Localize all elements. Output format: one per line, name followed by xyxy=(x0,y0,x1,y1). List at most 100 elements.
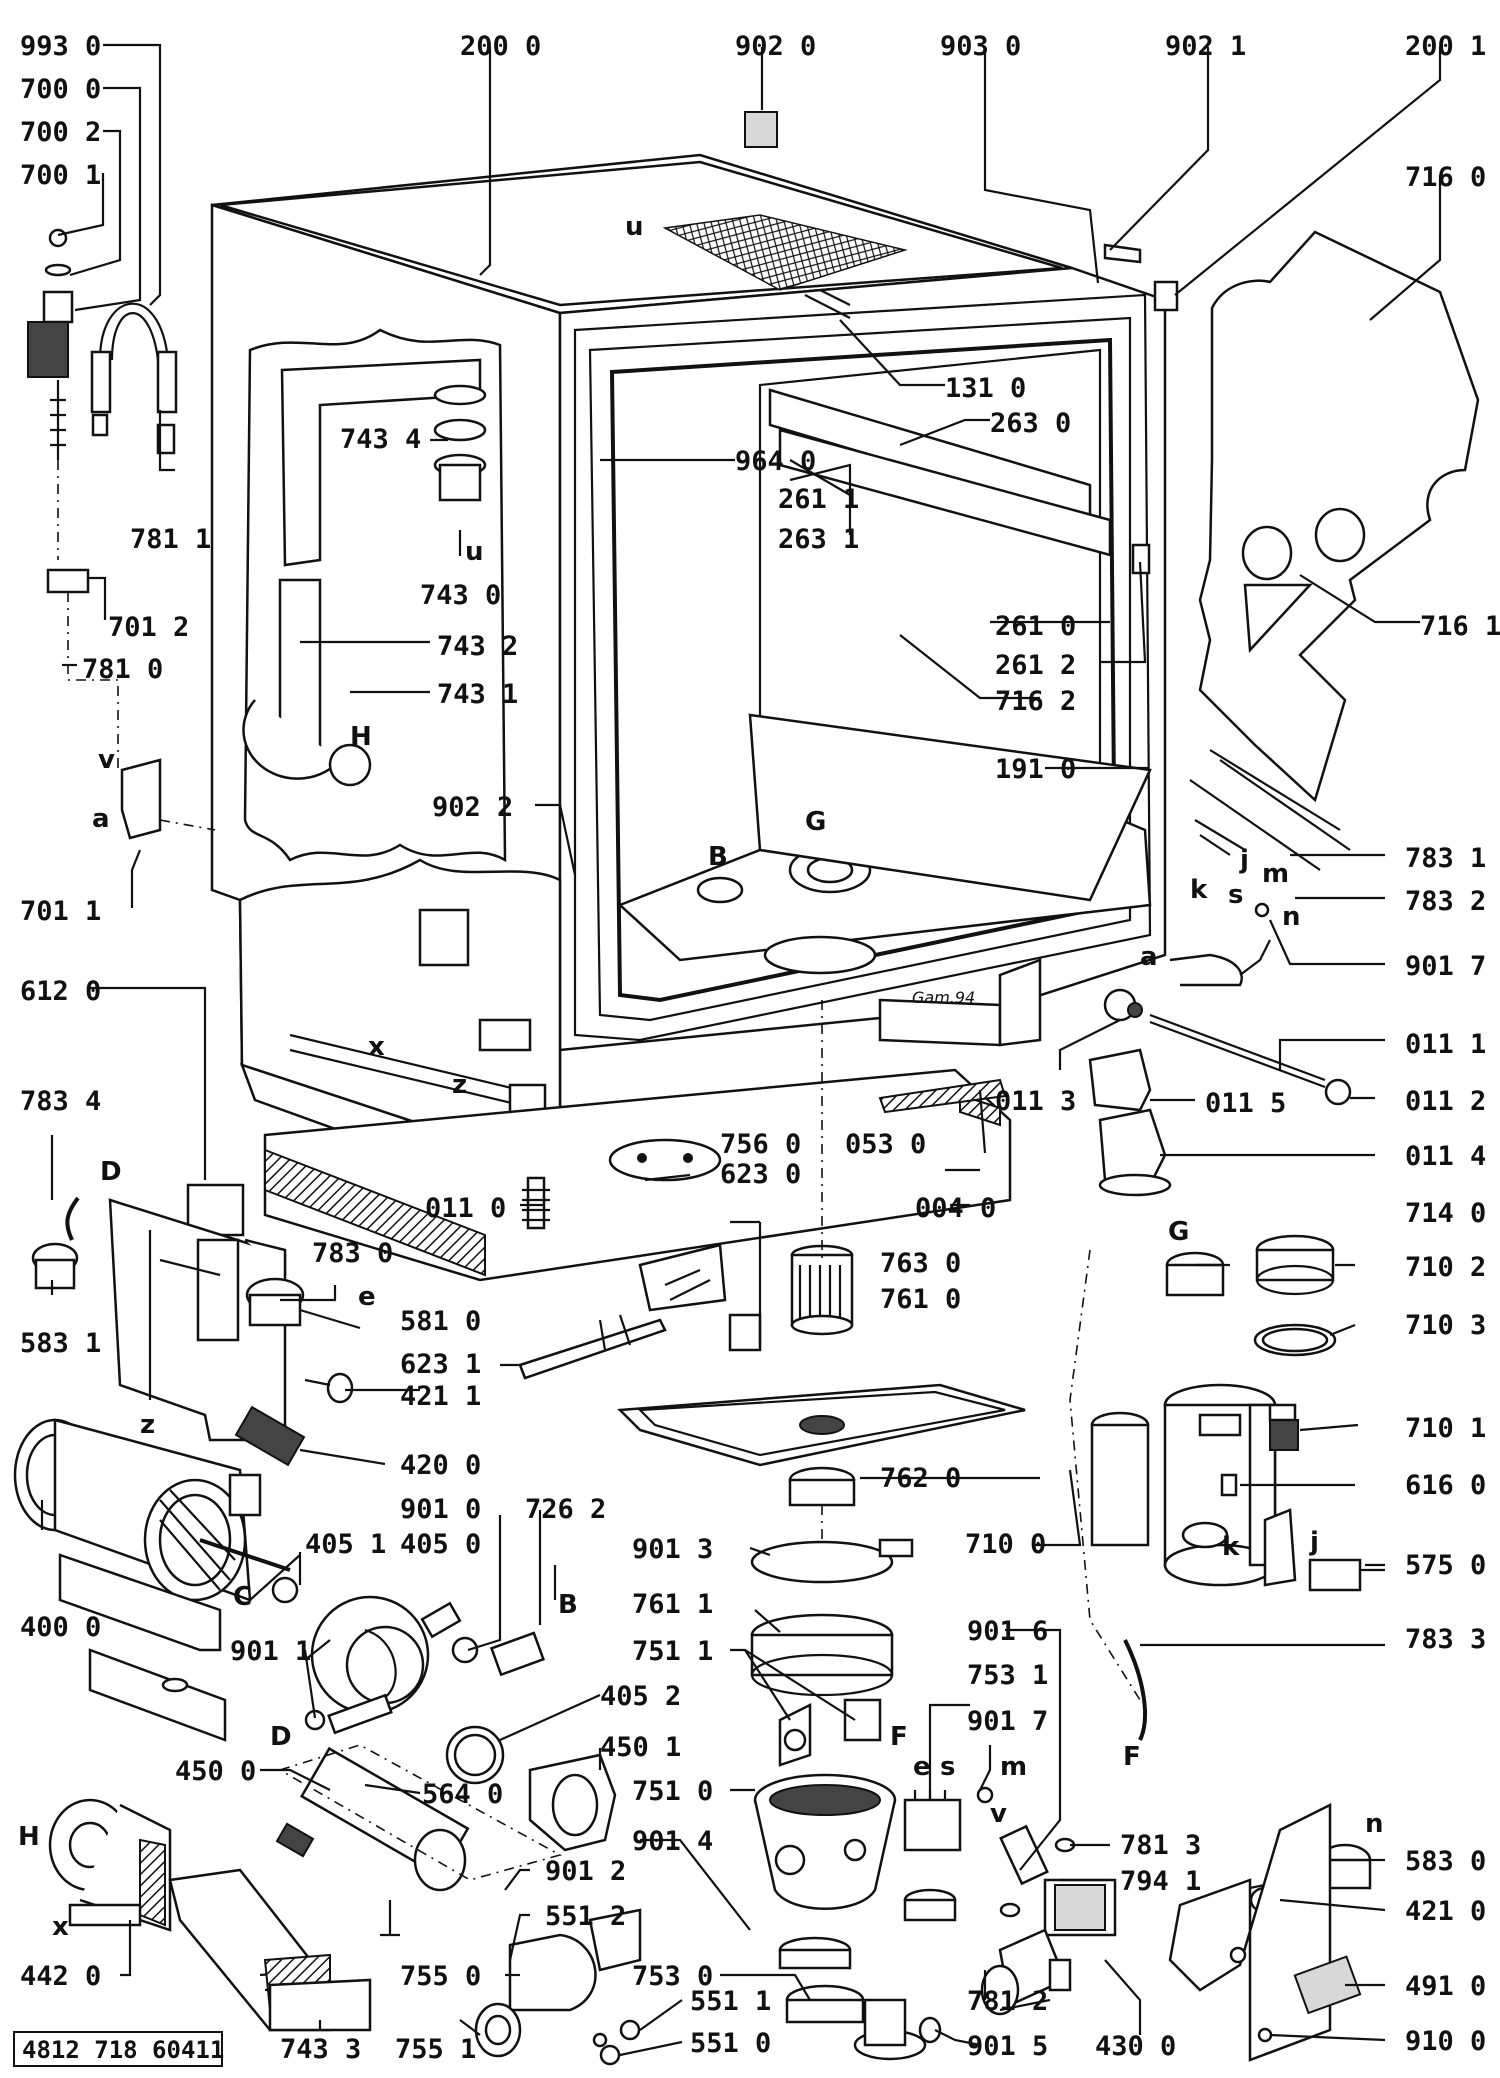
callout-405-0: 405 0 xyxy=(400,1529,481,1560)
cabinet-body: Gam.94 xyxy=(210,111,1179,1212)
callout-901-5: 901 5 xyxy=(967,2031,1048,2062)
callout-751-0: 751 0 xyxy=(632,1776,713,1807)
letter-n-bracket: n xyxy=(1365,1809,1384,1839)
callout-200-1: 200 1 xyxy=(1405,31,1486,62)
callout-551-2: 551 2 xyxy=(545,1901,626,1932)
letter-f-hose: F xyxy=(1123,1742,1141,1772)
callout-131-0: 131 0 xyxy=(945,373,1026,404)
letter-h-side: H xyxy=(350,722,372,752)
callout-783-2: 783 2 xyxy=(1405,886,1486,917)
callout-964-0: 964 0 xyxy=(735,446,816,477)
callout-761-1: 761 1 xyxy=(632,1589,713,1620)
callout-901-7-lower: 901 7 xyxy=(967,1706,1048,1737)
callout-781-1: 781 1 xyxy=(130,524,211,555)
callout-781-2: 781 2 xyxy=(967,1986,1048,2017)
letter-j-softener: j xyxy=(1309,1527,1319,1557)
callout-261-1: 261 1 xyxy=(778,484,859,515)
callout-200-0: 200 0 xyxy=(460,31,541,62)
callout-901-7-upper: 901 7 xyxy=(1405,951,1486,982)
letter-e-left: e xyxy=(358,1282,376,1312)
letter-z-left: z xyxy=(140,1410,155,1440)
callout-583-1: 583 1 xyxy=(20,1328,101,1359)
letter-x-fan: x xyxy=(52,1912,69,1942)
callout-421-0: 421 0 xyxy=(1405,1896,1486,1927)
callout-751-1: 751 1 xyxy=(632,1636,713,1667)
callout-781-0: 781 0 xyxy=(82,654,163,685)
letter-m-panel: m xyxy=(1262,859,1289,889)
callout-901-1: 901 1 xyxy=(230,1636,311,1667)
callout-743-3: 743 3 xyxy=(280,2034,361,2065)
callout-903-0: 903 0 xyxy=(940,31,1021,62)
callout-700-0: 700 0 xyxy=(20,74,101,105)
callout-263-1: 263 1 xyxy=(778,524,859,555)
callout-701-2: 701 2 xyxy=(108,612,189,643)
center-components xyxy=(474,1000,1117,2066)
callout-405-2: 405 2 xyxy=(600,1681,681,1712)
letter-a-left: a xyxy=(92,804,110,834)
letter-v-valve: v xyxy=(990,1799,1007,1829)
callout-762-0: 762 0 xyxy=(880,1463,961,1494)
callout-551-1: 551 1 xyxy=(690,1986,771,2017)
callout-714-0: 714 0 xyxy=(1405,1198,1486,1229)
callout-783-1: 783 1 xyxy=(1405,843,1486,874)
callout-743-4: 743 4 xyxy=(340,424,421,455)
letter-j-panel: j xyxy=(1239,845,1249,875)
callout-623-1: 623 1 xyxy=(400,1349,481,1380)
callout-710-2: 710 2 xyxy=(1405,1252,1486,1283)
letter-u-top: u xyxy=(625,212,644,242)
callout-902-0: 902 0 xyxy=(735,31,816,62)
callout-901-4: 901 4 xyxy=(632,1826,713,1857)
callout-011-4: 011 4 xyxy=(1405,1141,1486,1172)
letter-e-sensor: e xyxy=(913,1752,931,1782)
callout-405-1: 405 1 xyxy=(305,1529,386,1560)
callout-004-0: 004 0 xyxy=(915,1193,996,1224)
base-tray xyxy=(263,1068,1012,1282)
callout-993-0: 993 0 xyxy=(20,31,101,62)
callout-755-1: 755 1 xyxy=(395,2034,476,2065)
reference-number: 4812 718 60411 xyxy=(22,2036,224,2064)
callout-743-1: 743 1 xyxy=(437,679,518,710)
callout-583-0: 583 0 xyxy=(1405,1846,1486,1877)
callout-902-2: 902 2 xyxy=(432,792,513,823)
callout-783-4: 783 4 xyxy=(20,1086,101,1117)
letter-markers: u u H a v B G j k s m n a x z D e z C B … xyxy=(18,212,1384,1942)
letter-n-panel: n xyxy=(1282,902,1301,932)
letter-a-right: a xyxy=(1140,942,1158,972)
callout-753-0: 753 0 xyxy=(632,1961,713,1992)
letter-s-panel: s xyxy=(1228,880,1243,910)
callout-612-0: 612 0 xyxy=(20,976,101,1007)
callout-421-1: 421 1 xyxy=(400,1381,481,1412)
callout-901-0: 901 0 xyxy=(400,1494,481,1525)
callout-710-1: 710 1 xyxy=(1405,1413,1486,1444)
callout-710-0: 710 0 xyxy=(965,1529,1046,1560)
letter-s-sensor: s xyxy=(940,1752,955,1782)
callout-743-0: 743 0 xyxy=(420,580,501,611)
letter-d-pump: D xyxy=(270,1722,292,1752)
letter-h-fan: H xyxy=(18,1822,40,1852)
callout-450-0: 450 0 xyxy=(175,1756,256,1787)
callout-763-0: 763 0 xyxy=(880,1248,961,1279)
callout-756-0: 756 0 xyxy=(720,1129,801,1160)
callout-551-0: 551 0 xyxy=(690,2028,771,2059)
callout-901-6: 901 6 xyxy=(967,1616,1048,1647)
callout-710-3: 710 3 xyxy=(1405,1310,1486,1341)
callout-261-2: 261 2 xyxy=(995,650,1076,681)
callout-053-0: 053 0 xyxy=(845,1129,926,1160)
callout-700-2: 700 2 xyxy=(20,117,101,148)
callout-701-1: 701 1 xyxy=(20,896,101,927)
letter-m-sensor: m xyxy=(1000,1752,1027,1782)
callout-726-2: 726 2 xyxy=(525,1494,606,1525)
letter-c-pump: C xyxy=(233,1582,252,1612)
callout-442-0: 442 0 xyxy=(20,1961,101,1992)
callout-781-3: 781 3 xyxy=(1120,1830,1201,1861)
callout-910-0: 910 0 xyxy=(1405,2026,1486,2057)
callout-743-2: 743 2 xyxy=(437,631,518,662)
callout-261-0: 261 0 xyxy=(995,611,1076,642)
letter-k-softener: k xyxy=(1222,1532,1240,1562)
callout-450-1: 450 1 xyxy=(600,1732,681,1763)
callout-783-0: 783 0 xyxy=(312,1238,393,1269)
callout-011-0: 011 0 xyxy=(425,1193,506,1224)
letter-d-left: D xyxy=(100,1157,122,1187)
callout-753-1: 753 1 xyxy=(967,1660,1048,1691)
callout-011-5: 011 5 xyxy=(1205,1088,1286,1119)
